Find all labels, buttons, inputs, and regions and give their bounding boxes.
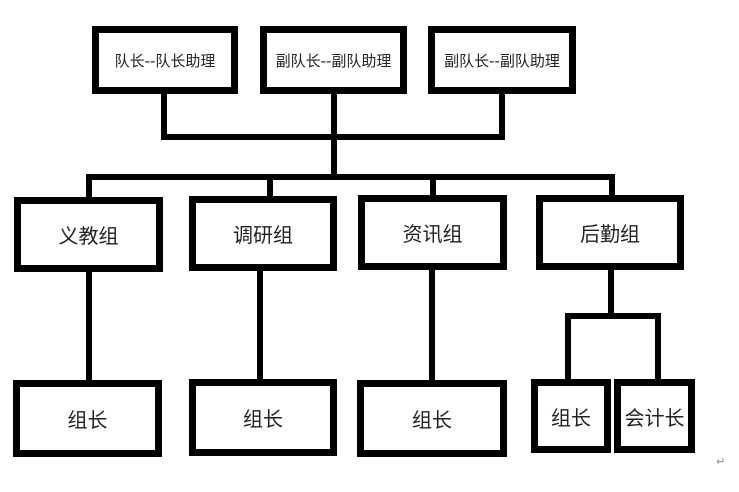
connector-groups-bar bbox=[86, 174, 615, 180]
group-box-logistics: 后勤组 bbox=[536, 195, 684, 270]
leader-box-vice-2: 副队长--副队助理 bbox=[428, 26, 576, 94]
group-label: 调研组 bbox=[233, 223, 293, 247]
connector-sub-4-bar bbox=[565, 313, 661, 319]
group-label: 资讯组 bbox=[402, 222, 463, 246]
group-label: 后勤组 bbox=[580, 222, 640, 246]
leaf-label: 组长 bbox=[551, 405, 591, 430]
connector-sub-4-stem bbox=[608, 268, 614, 318]
leader-box-vice-1: 副队长--副队助理 bbox=[260, 26, 407, 94]
leaf-box-treasurer: 会计长 bbox=[614, 379, 695, 453]
leaf-label: 会计长 bbox=[624, 405, 685, 430]
connector-sub-4b bbox=[655, 313, 661, 383]
connector-group-1 bbox=[86, 174, 92, 199]
connector-leader-1 bbox=[161, 93, 167, 140]
leader-box-captain: 队长--队长助理 bbox=[92, 26, 238, 94]
group-label: 义教组 bbox=[58, 224, 119, 248]
paragraph-mark: ↵ bbox=[716, 455, 726, 468]
connector-group-3 bbox=[430, 174, 436, 199]
leaf-label: 组长 bbox=[412, 408, 452, 432]
connector-group-4 bbox=[609, 174, 615, 199]
connector-leader-3 bbox=[499, 93, 505, 140]
connector-sub-2 bbox=[257, 268, 263, 382]
connector-sub-4a bbox=[565, 313, 571, 383]
leaf-box-leader-1: 组长 bbox=[13, 380, 162, 457]
connector-group-2 bbox=[267, 174, 273, 199]
group-box-volunteer-teaching: 义教组 bbox=[14, 197, 163, 272]
connector-leader-2 bbox=[331, 93, 337, 140]
group-box-research: 调研组 bbox=[189, 196, 337, 271]
leader-label: 副队长--副队助理 bbox=[444, 51, 560, 70]
leaf-label: 组长 bbox=[243, 407, 283, 431]
group-box-information: 资讯组 bbox=[358, 195, 507, 270]
leader-label: 副队长--副队助理 bbox=[275, 51, 392, 70]
leaf-box-leader-4: 组长 bbox=[531, 379, 611, 453]
leader-label: 队长--队长助理 bbox=[114, 51, 216, 70]
connector-main-stem bbox=[331, 134, 337, 180]
leaf-label: 组长 bbox=[67, 408, 108, 432]
connector-sub-3 bbox=[429, 268, 435, 382]
leaf-box-leader-2: 组长 bbox=[189, 379, 337, 456]
connector-sub-1 bbox=[86, 270, 92, 382]
leaf-box-leader-3: 组长 bbox=[357, 380, 507, 457]
